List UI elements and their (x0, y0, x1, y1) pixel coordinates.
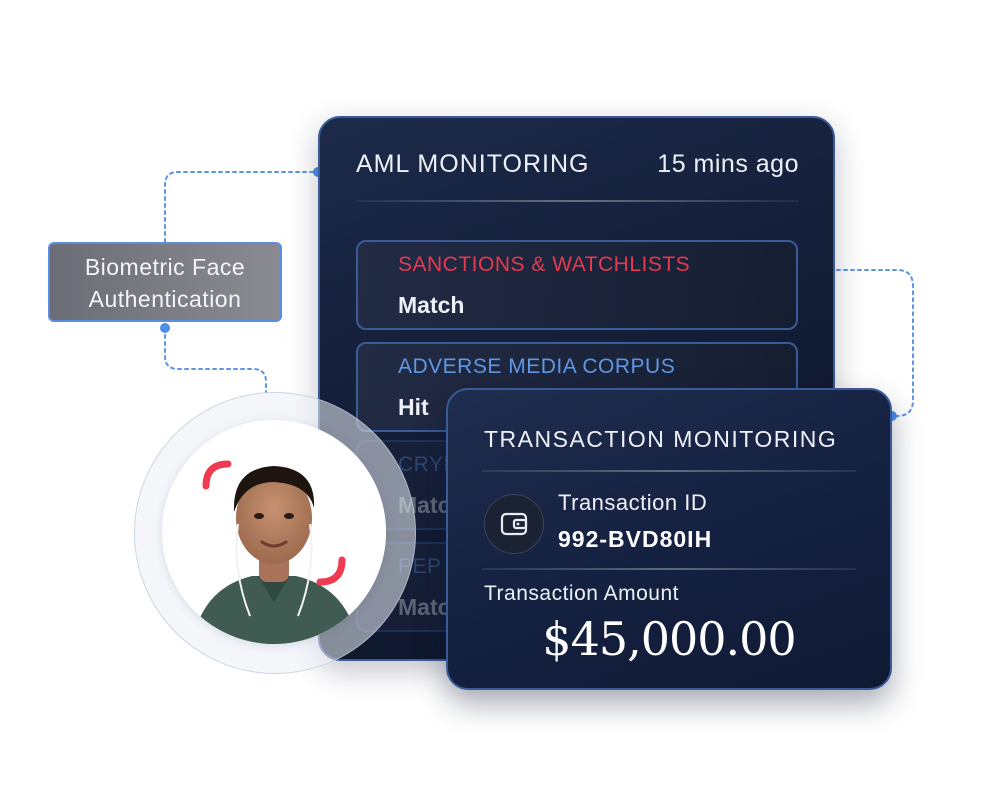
face-avatar (162, 420, 386, 644)
wallet-button[interactable] (484, 494, 544, 554)
check-value: Match (398, 292, 465, 318)
transaction-monitoring-panel: TRANSACTION MONITORING Transaction ID 99… (446, 388, 892, 690)
connector-dot (160, 323, 170, 333)
transaction-amount-label: Transaction Amount (484, 582, 679, 605)
transaction-divider (482, 568, 856, 570)
check-label: SANCTIONS & WATCHLISTS (398, 253, 691, 276)
transaction-id-value: 992-BVD80IH (558, 526, 713, 552)
aml-title: AML MONITORING (356, 150, 590, 178)
connector-bio-to-aml (164, 171, 319, 243)
check-label: ADVERSE MEDIA CORPUS (398, 355, 676, 378)
aml-divider (356, 200, 799, 202)
connector-bio-to-face (164, 327, 267, 393)
check-value: Hit (398, 394, 429, 420)
face-frame-corner (202, 460, 232, 490)
transaction-id-label: Transaction ID (558, 490, 708, 515)
aml-timestamp: 15 mins ago (657, 150, 799, 178)
transaction-title: TRANSACTION MONITORING (484, 426, 838, 452)
biometric-line-1: Biometric Face (84, 254, 246, 280)
check-label: PEP & (398, 555, 462, 578)
biometric-line-2: Authentication (88, 286, 242, 312)
check-row-sanctions[interactable]: SANCTIONS & WATCHLISTS Match (356, 240, 798, 330)
wallet-icon (500, 512, 528, 536)
face-frame-corner (316, 556, 346, 586)
biometric-face-auth-label: Biometric Face Authentication (48, 242, 282, 322)
transaction-divider (482, 470, 856, 472)
person-portrait-icon (162, 420, 386, 644)
transaction-amount-value: $45,000.00 (542, 612, 796, 666)
